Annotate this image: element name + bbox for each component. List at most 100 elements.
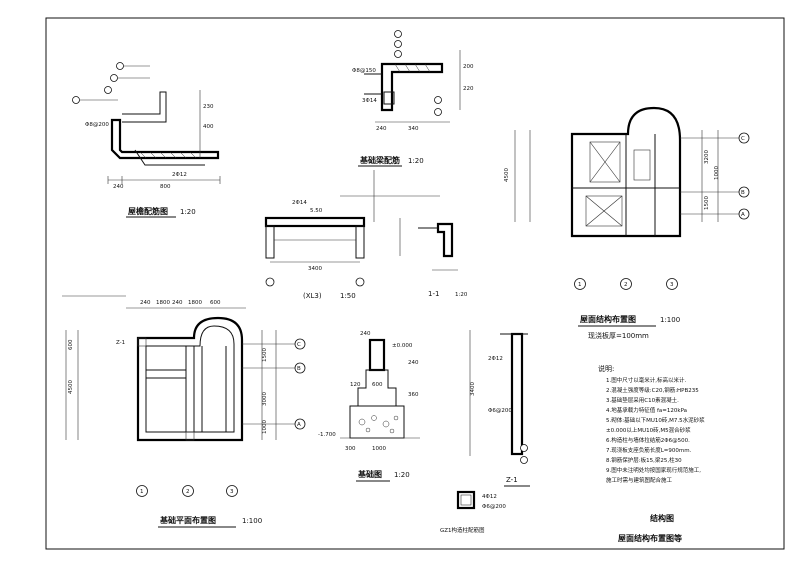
fp-dim-t1: 240 [140, 300, 151, 306]
beam-scale2: 1:50 [340, 292, 356, 300]
note-4: 4.地基承载力特征值 fa=120kPa [606, 406, 687, 414]
col-title: Z-1 [506, 476, 518, 484]
ft-dim-2: 120 [350, 382, 361, 388]
beam-title: 基础梁配筋 [359, 155, 400, 165]
ft-scale: 1:20 [394, 471, 410, 479]
roof-axis-b: B [741, 190, 745, 196]
gz-label-1: 4Φ12 [482, 494, 497, 500]
fp-dim-t5: 600 [210, 300, 221, 306]
fp-tag: Z-1 [116, 340, 125, 346]
roof-dim-1: 240 [376, 126, 387, 132]
fp-dim-t2: 1800 [156, 300, 170, 306]
column-z1: 3400 2Φ12 Φ6@200 Z-1 [469, 330, 530, 487]
note-6: ±0.000以上MU10砖,M5混合砂浆 [606, 426, 691, 434]
beam-tag: (XL3) [303, 292, 322, 300]
fp-axis-b: B [297, 366, 301, 372]
note-8: 7.现浇板支座负筋长度L=900mm. [606, 446, 692, 454]
fp-axis-2: 2 [186, 489, 190, 495]
roof-plan-title: 屋面结构布置图 [580, 314, 636, 324]
fp-dim-l1: 600 [68, 339, 74, 350]
ft-dim-3: 600 [372, 382, 383, 388]
column-section: 4Φ12 Φ6@200 GZ1构造柱配筋图 [440, 490, 506, 534]
roof-dim-3: 200 [463, 64, 474, 70]
roof-plan-note: 现浇板厚=100mm [588, 331, 649, 340]
roof-axis-1: 1 [578, 282, 582, 288]
col-label-2: Φ6@200 [488, 408, 512, 414]
note-5: 5.砌体:基础以下MU10砖,M7.5水泥砂浆 [606, 416, 705, 424]
col-dim-1: 3400 [470, 382, 476, 396]
eave-dim-2: 800 [160, 184, 171, 190]
eave-detail: 240 800 230 400 Φ8@200 2Φ12 屋檐配筋图 1:20 [72, 62, 221, 218]
note-7: 6.构造柱与墙体拉结筋2Φ6@500. [606, 436, 690, 444]
roof-axis-3: 3 [670, 282, 674, 288]
fp-axis-1: 1 [140, 489, 144, 495]
tb-name: 结构图 [650, 513, 674, 523]
fp-title: 基础平面布置图 [159, 515, 216, 525]
eave-title: 屋檐配筋图 [128, 206, 168, 216]
roof-plan-scale: 1:100 [660, 316, 680, 324]
fp-dim-t4: 1800 [188, 300, 202, 306]
roof-dim-4: 220 [463, 86, 474, 92]
eave-label-1: Φ8@200 [85, 122, 109, 128]
note-3: 3.基础垫层采用C10素混凝土. [606, 396, 679, 404]
ring-beam: 基础梁配筋 1:20 5.50 2Φ14 3400 (XL3) 1:50 [264, 155, 440, 300]
ft-title: 基础图 [357, 469, 382, 479]
gz-label-2: Φ6@200 [482, 504, 506, 510]
beam-dim-1: 3400 [308, 266, 322, 272]
ft-dim-7: 1000 [372, 446, 386, 452]
fp-axis-3: 3 [230, 489, 234, 495]
roof-dim-2: 340 [408, 126, 419, 132]
ft-dim-4: 240 [408, 360, 419, 366]
section-1-1: 1-1 1:20 [399, 218, 468, 298]
note-10: 9.图中未注明处均按国家现行规范施工, [606, 466, 701, 474]
eave-scale: 1:20 [180, 208, 196, 216]
roof-detail: 240 340 200 220 Φ8@150 3Φ14 [352, 30, 474, 132]
roof-plan-dim-4: 1000 [714, 166, 720, 180]
roof-label-2: 3Φ14 [362, 98, 377, 104]
sec11-scale: 1:20 [455, 292, 468, 298]
roof-plan-dim-2: 3200 [704, 150, 710, 164]
beam-dim-2: 5.50 [310, 208, 323, 214]
footing-section: 240 ±0.000 120 600 240 360 300 1000 -1.7… [318, 331, 420, 482]
roof-axis-2: 2 [624, 282, 628, 288]
eave-dim-4: 400 [203, 124, 214, 130]
fp-axis-a: A [297, 422, 301, 428]
tb-sheet: 屋面结构布置图等 [618, 533, 682, 543]
sec11-title: 1-1 [428, 290, 439, 298]
note-9: 8.钢筋保护层:板15,梁25,柱30 [606, 456, 682, 464]
ft-label-1: ±0.000 [392, 343, 413, 349]
roof-plan: 4500 3200 1500 1000 C B A 1 2 3 屋面结构布置图 … [504, 106, 750, 340]
beam-scale: 1:20 [408, 157, 424, 165]
note-1: 1.图中尺寸以毫米计,标高以米计. [606, 376, 686, 384]
general-notes: 说明: 1.图中尺寸以毫米计,标高以米计. 2.混凝土强度等级:C20,钢筋:H… [598, 364, 705, 484]
gz-title: GZ1构造柱配筋图 [440, 526, 485, 534]
roof-plan-dim-1: 4500 [504, 168, 510, 182]
ft-dim-5: 360 [408, 392, 419, 398]
foundation-plan: 240 1800 240 1800 600 Z-1 600 4500 1500 … [62, 295, 306, 528]
fp-axis-c: C [297, 342, 301, 348]
roof-axis-a: A [741, 212, 745, 218]
ft-dim-6: 300 [345, 446, 356, 452]
fp-scale: 1:100 [242, 517, 262, 525]
note-2: 2.混凝土强度等级:C20,钢筋:HPB235 [606, 386, 699, 394]
ft-dim-1: 240 [360, 331, 371, 337]
fp-dim-r2: 3000 [262, 392, 268, 406]
roof-plan-dim-3: 1500 [704, 196, 710, 210]
eave-dim-3: 230 [203, 104, 214, 110]
sheet-border [45, 17, 785, 550]
notes-heading: 说明: [598, 364, 614, 373]
fp-dim-r1: 1500 [262, 348, 268, 362]
ft-label-2: -1.700 [318, 432, 336, 438]
eave-dim-1: 240 [113, 184, 124, 190]
beam-label-1: 2Φ14 [292, 200, 307, 206]
eave-label-2: 2Φ12 [172, 172, 187, 178]
roof-label-1: Φ8@150 [352, 68, 376, 74]
col-label-1: 2Φ12 [488, 356, 503, 362]
fp-dim-l2: 4500 [68, 380, 74, 394]
note-11: 施工时需与建筑图配合施工 [606, 476, 673, 484]
fp-dim-r3: 1000 [262, 420, 268, 434]
title-block: 结构图 屋面结构布置图等 [618, 513, 682, 543]
roof-axis-c: C [741, 136, 745, 142]
fp-dim-t3: 240 [172, 300, 183, 306]
